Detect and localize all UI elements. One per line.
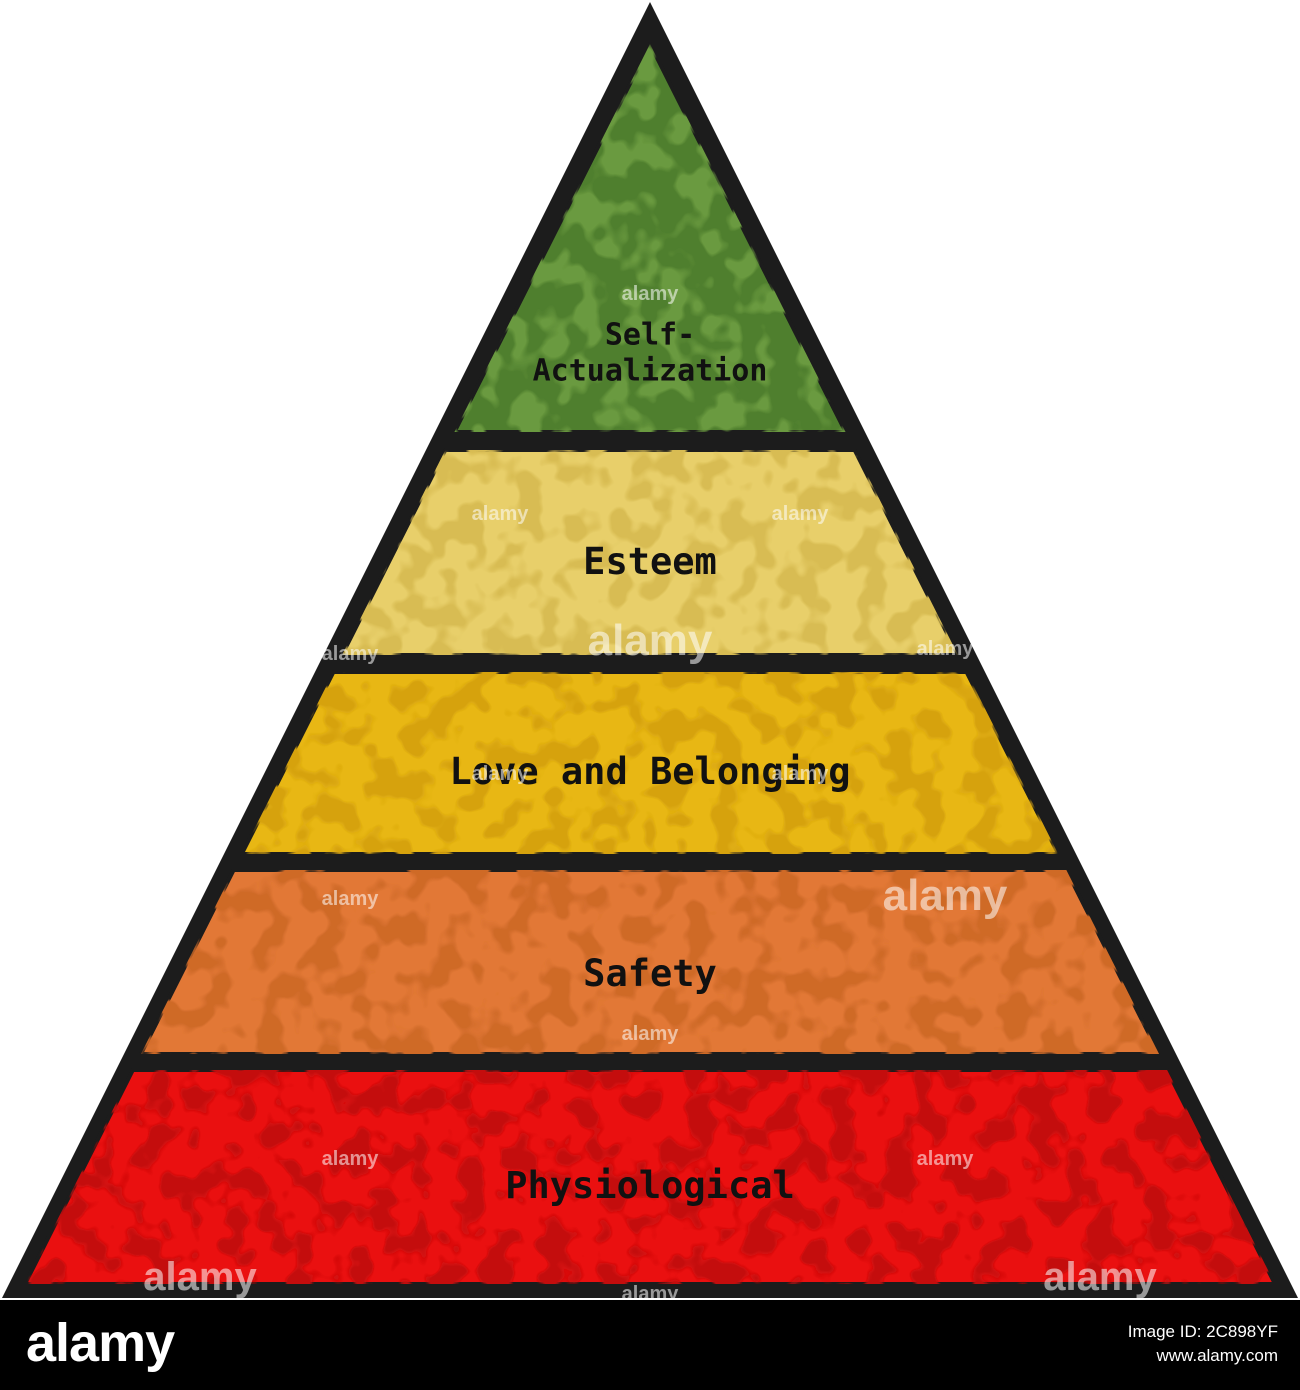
footer-logo: alamy	[26, 1313, 175, 1373]
tier-texture	[241, 672, 1059, 854]
watermark: alamy	[588, 616, 713, 665]
watermark: alamy	[772, 503, 830, 525]
watermark-layer: alamy alamy alamy alamy alamy alamy alamy alamy…	[143, 283, 1157, 1300]
tier-label-line: Self-	[605, 318, 695, 353]
watermark: alamy	[322, 1148, 380, 1170]
tier-label: Physiological	[505, 1164, 795, 1207]
tier-label-line: Actualization	[533, 354, 768, 389]
watermark: alamy	[772, 763, 830, 785]
pyramid-tier: Self-Actualization	[452, 42, 848, 434]
footer-bar: alamy Image ID: 2C898YF www.alamy.com	[0, 1300, 1300, 1390]
watermark: alamy	[622, 1283, 680, 1300]
watermark: alamy	[622, 283, 680, 305]
watermark: alamy	[472, 763, 530, 785]
watermark: alamy	[622, 1023, 680, 1045]
tier-texture	[25, 1070, 1275, 1284]
pyramid-tier: Physiological	[23, 1068, 1277, 1286]
tier-texture	[342, 450, 958, 655]
tier-label-line: Love and Belonging	[450, 750, 851, 793]
watermark: alamy	[1043, 1255, 1157, 1299]
watermark: alamy	[322, 643, 380, 665]
tier-label: Self-Actualization	[533, 318, 768, 389]
pyramid-tier: Love and Belonging	[239, 670, 1061, 856]
pyramid-tier: Esteem	[340, 448, 960, 657]
watermark: alamy	[883, 871, 1008, 920]
image-id: Image ID: 2C898YF	[1127, 1322, 1278, 1341]
site-url: www.alamy.com	[1156, 1346, 1278, 1365]
watermark: alamy	[143, 1255, 257, 1299]
tier-label: Love and Belonging	[450, 750, 851, 793]
pyramid-tier: Safety	[138, 868, 1162, 1056]
watermark: alamy	[917, 638, 975, 660]
watermark: alamy	[472, 503, 530, 525]
tier-label: Esteem	[583, 540, 717, 583]
footer-info: Image ID: 2C898YF www.alamy.com	[1128, 1320, 1278, 1368]
tier-label: Safety	[583, 952, 717, 995]
tier-texture	[140, 870, 1160, 1054]
tier-texture	[454, 44, 846, 432]
tier-label-line: Safety	[583, 952, 717, 995]
tier-label-line: Physiological	[505, 1164, 795, 1207]
watermark: alamy	[322, 888, 380, 910]
watermark: alamy	[917, 1148, 975, 1170]
tier-label-line: Esteem	[583, 540, 717, 583]
